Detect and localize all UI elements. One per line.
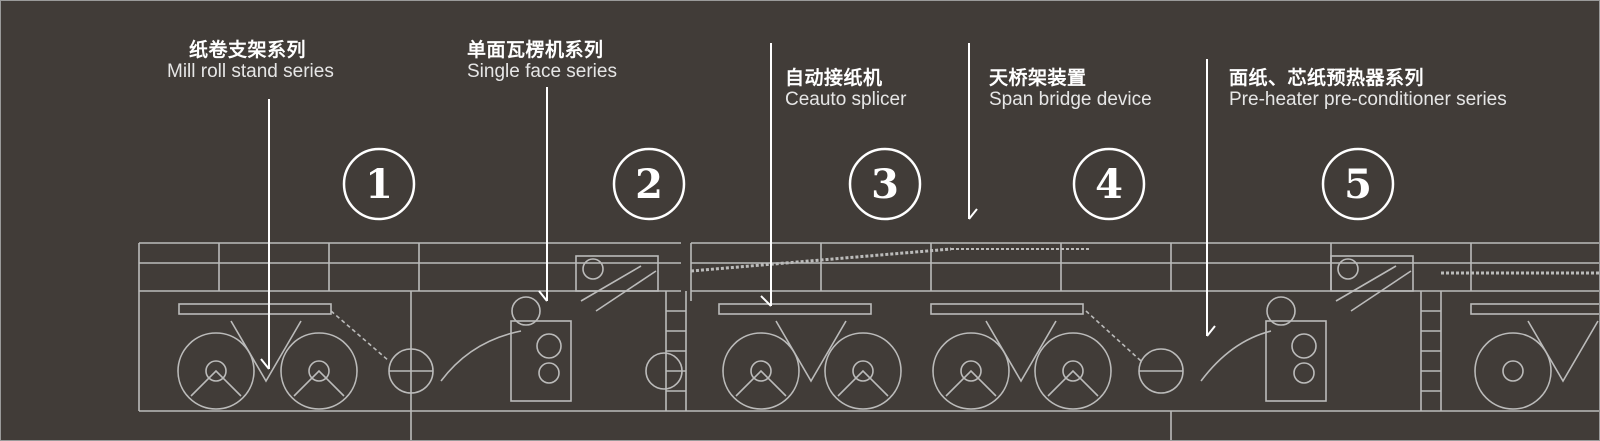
label-en: Ceauto splicer (785, 89, 907, 110)
section-number-2: 2 (635, 161, 663, 208)
label-zh: 纸卷支架系列 (189, 39, 307, 61)
label-en: Span bridge device (989, 89, 1152, 110)
label-en: Mill roll stand series (167, 61, 334, 82)
number-circle-3 (848, 147, 922, 221)
label-zh: 天桥架装置 (989, 67, 1087, 89)
label-zh: 单面瓦楞机系列 (467, 39, 604, 61)
number-circle-5 (1321, 147, 1395, 221)
section-number-5: 5 (1344, 161, 1372, 208)
label-preheater: 面纸、芯纸预热器系列 Pre-heater pre-conditioner se… (1229, 67, 1507, 111)
label-zh: 面纸、芯纸预热器系列 (1229, 67, 1425, 89)
section-number-3: 3 (871, 161, 899, 208)
label-en: Single face series (467, 61, 617, 82)
label-span-bridge: 天桥架装置 Span bridge device (989, 67, 1152, 111)
section-number-4: 4 (1095, 161, 1123, 208)
number-circle-2 (612, 147, 686, 221)
number-circle-4 (1072, 147, 1146, 221)
section-number-1: 1 (365, 161, 393, 208)
label-mill-roll-stand: 纸卷支架系列 Mill roll stand series (167, 39, 334, 83)
label-auto-splicer: 自动接纸机 Ceauto splicer (785, 67, 906, 111)
number-circle-1 (342, 147, 416, 221)
label-single-face: 单面瓦楞机系列 Single face series (467, 39, 617, 83)
label-en: Pre-heater pre-conditioner series (1229, 89, 1507, 110)
label-zh: 自动接纸机 (785, 67, 883, 89)
